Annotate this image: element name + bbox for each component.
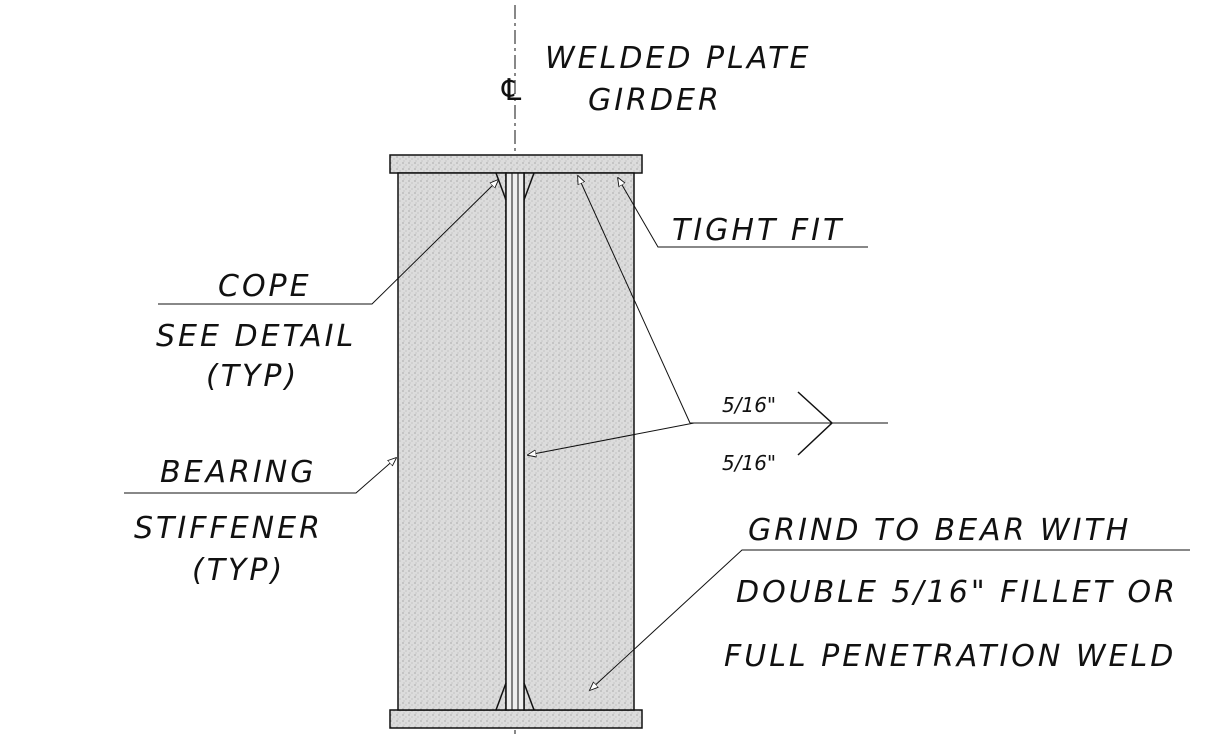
tight-fit-leader <box>618 178 868 248</box>
cope-label-line3: (TYP) <box>206 359 299 394</box>
bearing-label-line2: STIFFENER <box>134 511 323 546</box>
grind-leader <box>590 549 1190 690</box>
weld-leader-lower <box>528 422 695 455</box>
cope-label-line2: SEE DETAIL <box>156 319 356 354</box>
weld-leader-upper <box>578 176 691 424</box>
grind-label-line3: FULL PENETRATION WELD <box>724 639 1176 674</box>
cope-leader <box>158 180 498 305</box>
weld-size-top: 5/16" <box>722 393 776 417</box>
cope-top-right <box>523 172 535 201</box>
right-stiffener-plate <box>523 172 635 711</box>
cope-bottom-right <box>523 682 535 711</box>
girder-web <box>505 172 525 711</box>
left-stiffener-plate <box>397 172 507 711</box>
tight-fit-label: TIGHT FIT <box>672 213 844 248</box>
weld-size-bottom: 5/16" <box>722 451 776 475</box>
top-flange <box>389 154 643 174</box>
grind-label-line1: GRIND TO BEAR WITH <box>748 513 1131 548</box>
girder-label-line1: WELDED PLATE <box>545 41 811 76</box>
cope-bottom-left <box>495 682 507 711</box>
centerline-symbol: ℄ <box>501 73 521 108</box>
bearing-label-line1: BEARING <box>160 455 316 490</box>
bearing-label-line3: (TYP) <box>192 553 285 588</box>
bottom-flange <box>389 709 643 729</box>
cope-label-line1: COPE <box>218 269 312 304</box>
cope-top-left <box>495 172 507 201</box>
fillet-weld-symbol <box>797 391 834 456</box>
girder-label-line2: GIRDER <box>588 83 722 118</box>
grind-label-line2: DOUBLE 5/16" FILLET OR <box>736 575 1178 610</box>
bearing-leader <box>124 458 396 494</box>
